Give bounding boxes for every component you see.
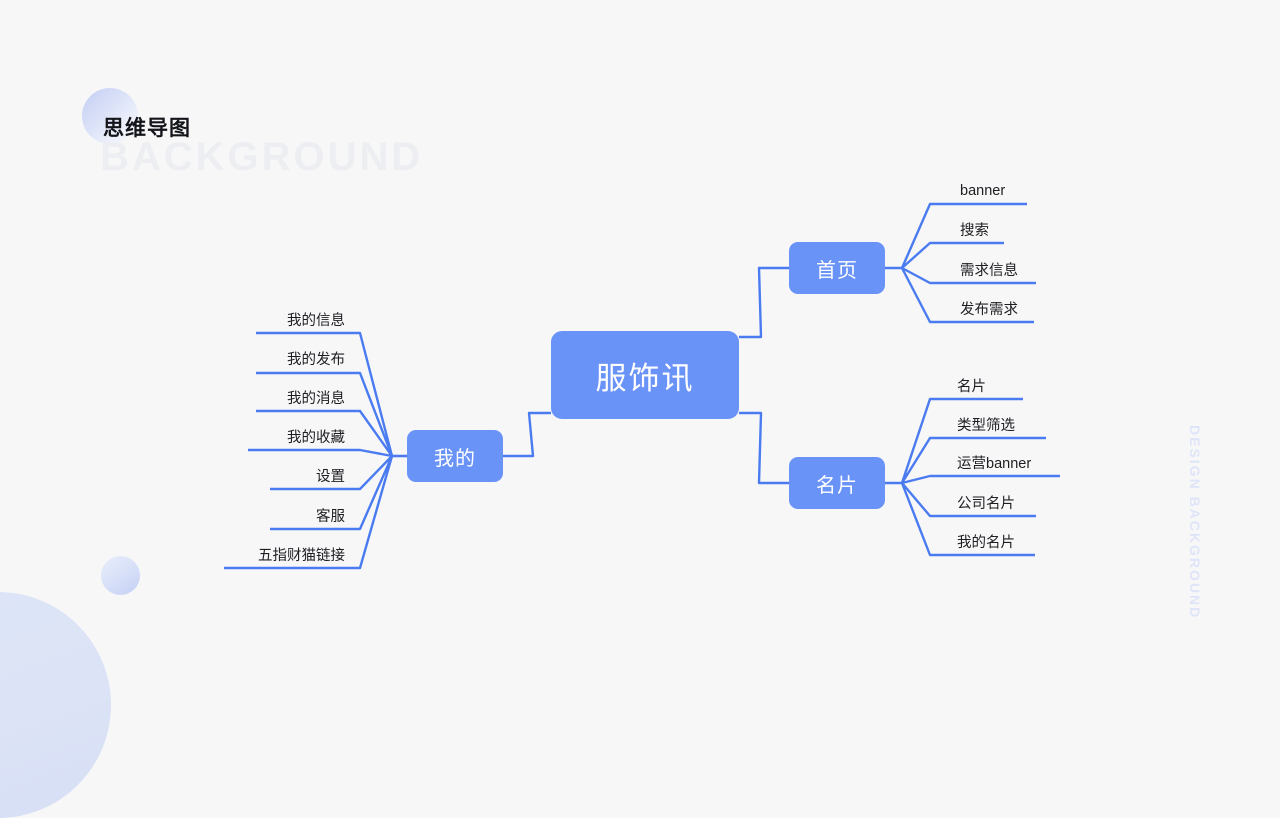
leaf-label[interactable]: 发布需求 bbox=[960, 302, 1018, 318]
leaf-label[interactable]: 类型筛选 bbox=[957, 418, 1015, 434]
leaf-label[interactable]: 运营banner bbox=[957, 456, 1032, 472]
leaf-label[interactable]: 客服 bbox=[316, 509, 345, 525]
node-branch-card[interactable]: 名片 bbox=[789, 457, 885, 509]
leaf-label[interactable]: 设置 bbox=[316, 469, 345, 485]
mindmap-canvas: BACKGROUND 思维导图 DESIGN BACKGROUND 服饰讯 首页… bbox=[0, 88, 1203, 818]
leaf-label[interactable]: 五指财猫链接 bbox=[258, 548, 345, 564]
leaf-label[interactable]: 名片 bbox=[957, 379, 986, 395]
node-branch-mine[interactable]: 我的 bbox=[407, 430, 503, 482]
node-branch-home[interactable]: 首页 bbox=[789, 242, 885, 294]
background-watermark: BACKGROUND bbox=[100, 135, 424, 179]
leaf-label[interactable]: 我的名片 bbox=[957, 535, 1015, 551]
node-root[interactable]: 服饰讯 bbox=[551, 331, 739, 419]
connector-lines bbox=[224, 202, 1060, 570]
leaf-label[interactable]: 需求信息 bbox=[960, 263, 1018, 279]
leaf-label[interactable]: 我的信息 bbox=[287, 313, 345, 329]
leaf-label[interactable]: banner bbox=[960, 183, 1006, 199]
page-title: 思维导图 bbox=[103, 117, 191, 140]
leaf-label[interactable]: 我的发布 bbox=[287, 352, 345, 368]
leaf-label[interactable]: 搜索 bbox=[960, 223, 989, 239]
leaf-label[interactable]: 我的收藏 bbox=[287, 430, 345, 446]
leaf-label[interactable]: 公司名片 bbox=[957, 496, 1015, 512]
leaf-label[interactable]: 我的消息 bbox=[287, 391, 345, 407]
